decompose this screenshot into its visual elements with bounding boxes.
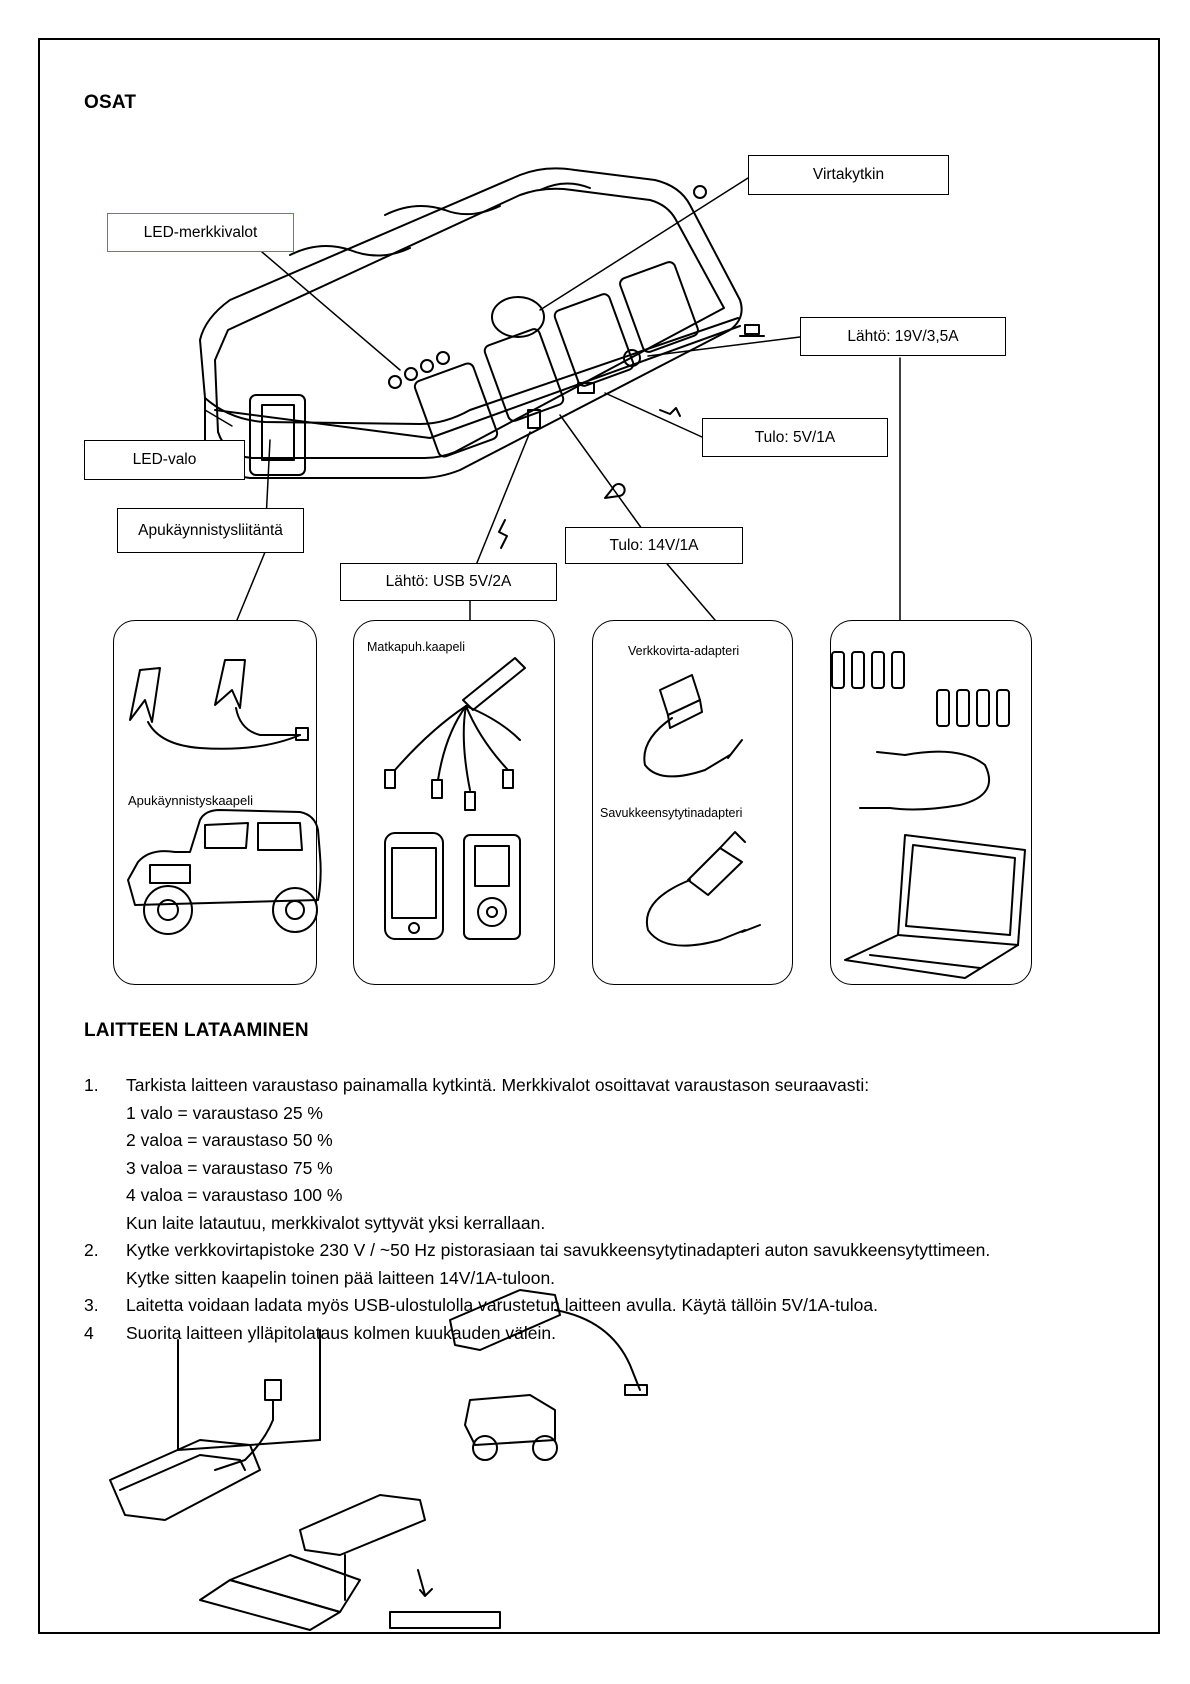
charging-steps: 1.Tarkista laitteen varaustaso painamall… [84,1072,1144,1347]
mains-adapter-label: Verkkovirta-adapteri [628,644,740,658]
phone-illustration [384,832,444,940]
page-frame [38,38,1160,1634]
dc-cable-illustration [859,750,990,811]
jeep-illustration [127,809,322,935]
label-input-14v: Tulo: 14V/1A [565,527,743,564]
cigarette-adapter-label: Savukkeensytytinadapteri [600,806,743,820]
charging-heading: LAITTEEN LATAAMINEN [84,1020,309,1041]
cigarette-adapter-illustration [645,831,761,947]
charging-scene-illustration [109,1289,648,1631]
parts-heading: OSAT [84,92,137,113]
step-2: 2.Kytke verkkovirtapistoke 230 V / ~50 H… [84,1240,991,1288]
label-output-19v: Lähtö: 19V/3,5A [800,317,1006,356]
power-bank-illustration [199,167,765,549]
label-power-switch: Virtakytkin [748,155,949,195]
jump-cable-label: Apukäynnistyskaapeli [128,793,254,808]
panel-jump-cable [113,620,317,985]
label-jumpstart-port: Apukäynnistysliitäntä [117,508,304,553]
mains-adapter-illustration [643,674,743,778]
label-led-light: LED-valo [84,440,245,480]
step-3: 3.Laitetta voidaan ladata myös USB-ulost… [84,1295,878,1315]
laptop-illustration [844,834,1026,979]
label-led-indicators: LED-merkkivalot [107,213,294,252]
label-input-5v: Tulo: 5V/1A [702,418,888,457]
mp3-player-illustration [463,834,521,940]
panel-phone-cable [353,620,555,985]
panel-adapters [592,620,793,985]
phone-cable-illustration [384,657,526,811]
label-output-usb: Lähtö: USB 5V/2A [340,563,557,601]
jump-cable-illustration [129,659,309,750]
phone-cable-label: Matkapuh.kaapeli [367,640,465,654]
panel-laptop-accessories [830,620,1032,985]
step-1: 1.Tarkista laitteen varaustaso painamall… [84,1075,870,1233]
connector-tips-illustration [831,651,1010,727]
